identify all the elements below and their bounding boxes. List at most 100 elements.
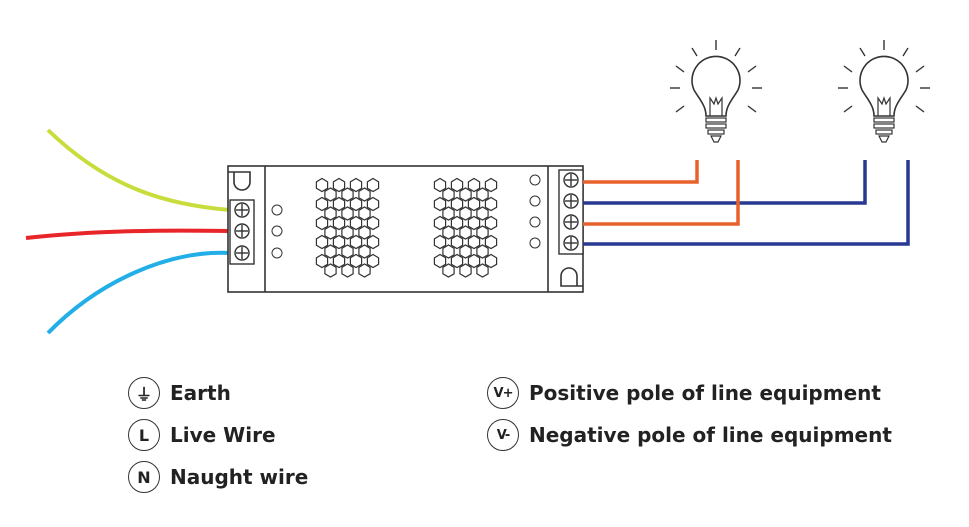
power-supply-unit	[227, 165, 584, 293]
vent-hole	[459, 263, 472, 278]
vent-hole	[476, 263, 489, 278]
vent-hole	[450, 215, 464, 231]
output-terminal-block	[558, 169, 584, 255]
vent-hole	[358, 187, 371, 202]
vent-hole	[484, 177, 498, 193]
vent-hole	[366, 234, 380, 250]
terminal-negative-mark	[529, 237, 541, 249]
vent-hole	[358, 206, 371, 221]
vent-hole	[467, 177, 481, 193]
vent-hole	[433, 215, 447, 231]
legend-negative: V- Negative pole of line equipment	[487, 419, 892, 451]
legend-live: L Live Wire	[128, 419, 276, 451]
vent-hole	[358, 244, 371, 259]
positive-wire-2	[583, 160, 740, 226]
vent-hole	[484, 215, 498, 231]
vent-hole	[366, 253, 380, 269]
negative-icon: V-	[487, 419, 519, 451]
vent-hole	[341, 187, 354, 202]
vent-hole	[349, 253, 363, 269]
vent-hole	[315, 215, 329, 231]
vent-hole	[358, 225, 371, 240]
positive-icon: V+	[487, 377, 519, 409]
vent-hole	[450, 196, 464, 212]
vent-hole	[459, 187, 472, 202]
terminal-neutral-mark	[271, 247, 283, 259]
legend-live-label: Live Wire	[170, 423, 276, 447]
vent-hole	[315, 177, 329, 193]
negative-wire-2	[583, 160, 910, 246]
vent-hole	[358, 263, 371, 278]
vent-hole	[341, 206, 354, 221]
legend-positive: V+ Positive pole of line equipment	[487, 377, 881, 409]
legend-neutral: N Naught wire	[128, 461, 308, 493]
vent-hole	[324, 263, 337, 278]
vent-hole	[433, 177, 447, 193]
vent-hole	[366, 215, 380, 231]
terminal-screw-icon	[563, 235, 579, 251]
vent-hole	[366, 196, 380, 212]
vent-hole	[324, 244, 337, 259]
vent-hole	[332, 234, 346, 250]
vent-hole	[324, 206, 337, 221]
terminal-screw-icon	[563, 214, 579, 230]
legend-positive-label: Positive pole of line equipment	[529, 381, 881, 405]
terminal-screw-icon	[234, 202, 250, 218]
vent-hole	[349, 196, 363, 212]
negative-wire-1	[583, 160, 867, 205]
vent-hole	[349, 177, 363, 193]
vent-hole	[332, 253, 346, 269]
vent-hole	[442, 187, 455, 202]
legend-earth: ⏚ Earth	[128, 377, 231, 409]
vent-hole	[332, 215, 346, 231]
vent-hole	[450, 234, 464, 250]
vent-hole	[442, 225, 455, 240]
vent-hole	[341, 225, 354, 240]
vent-hole	[315, 196, 329, 212]
legend-negative-label: Negative pole of line equipment	[529, 423, 892, 447]
vent-hole	[467, 253, 481, 269]
vent-hole	[459, 225, 472, 240]
vent-hole	[484, 234, 498, 250]
vent-hole	[476, 187, 489, 202]
live-wire	[25, 228, 231, 240]
terminal-earth-mark	[271, 204, 283, 216]
vent-hole	[332, 196, 346, 212]
vent-hole	[459, 244, 472, 259]
ventilation-holes	[315, 177, 498, 278]
earth-wire	[46, 128, 231, 212]
vent-hole	[476, 206, 489, 221]
vent-hole	[324, 187, 337, 202]
legend-earth-label: Earth	[170, 381, 231, 405]
vent-hole	[467, 196, 481, 212]
vent-hole	[349, 234, 363, 250]
vent-hole	[476, 225, 489, 240]
terminal-negative-mark	[529, 195, 541, 207]
vent-hole	[442, 263, 455, 278]
vent-hole	[433, 253, 447, 269]
terminal-screw-icon	[563, 193, 579, 209]
vent-hole	[315, 253, 329, 269]
vent-hole	[467, 234, 481, 250]
positive-wire-1	[583, 160, 699, 184]
input-terminal-block	[229, 199, 255, 265]
light-bulb-icon	[670, 40, 762, 143]
terminal-live-mark	[271, 225, 283, 237]
live-icon: L	[128, 419, 160, 451]
vent-hole	[341, 244, 354, 259]
vent-hole	[459, 206, 472, 221]
vent-hole	[433, 234, 447, 250]
vent-hole	[315, 234, 329, 250]
vent-hole	[450, 177, 464, 193]
terminal-screw-icon	[234, 245, 250, 261]
terminal-screw-icon	[234, 223, 250, 239]
light-bulb-icon	[838, 40, 930, 143]
terminal-screw-icon	[563, 172, 579, 188]
vent-hole	[442, 244, 455, 259]
vent-hole	[366, 177, 380, 193]
terminal-positive-mark	[529, 216, 541, 228]
terminal-positive-mark	[529, 174, 541, 186]
vent-hole	[349, 215, 363, 231]
earth-icon: ⏚	[128, 377, 160, 409]
neutral-wire	[46, 250, 231, 335]
